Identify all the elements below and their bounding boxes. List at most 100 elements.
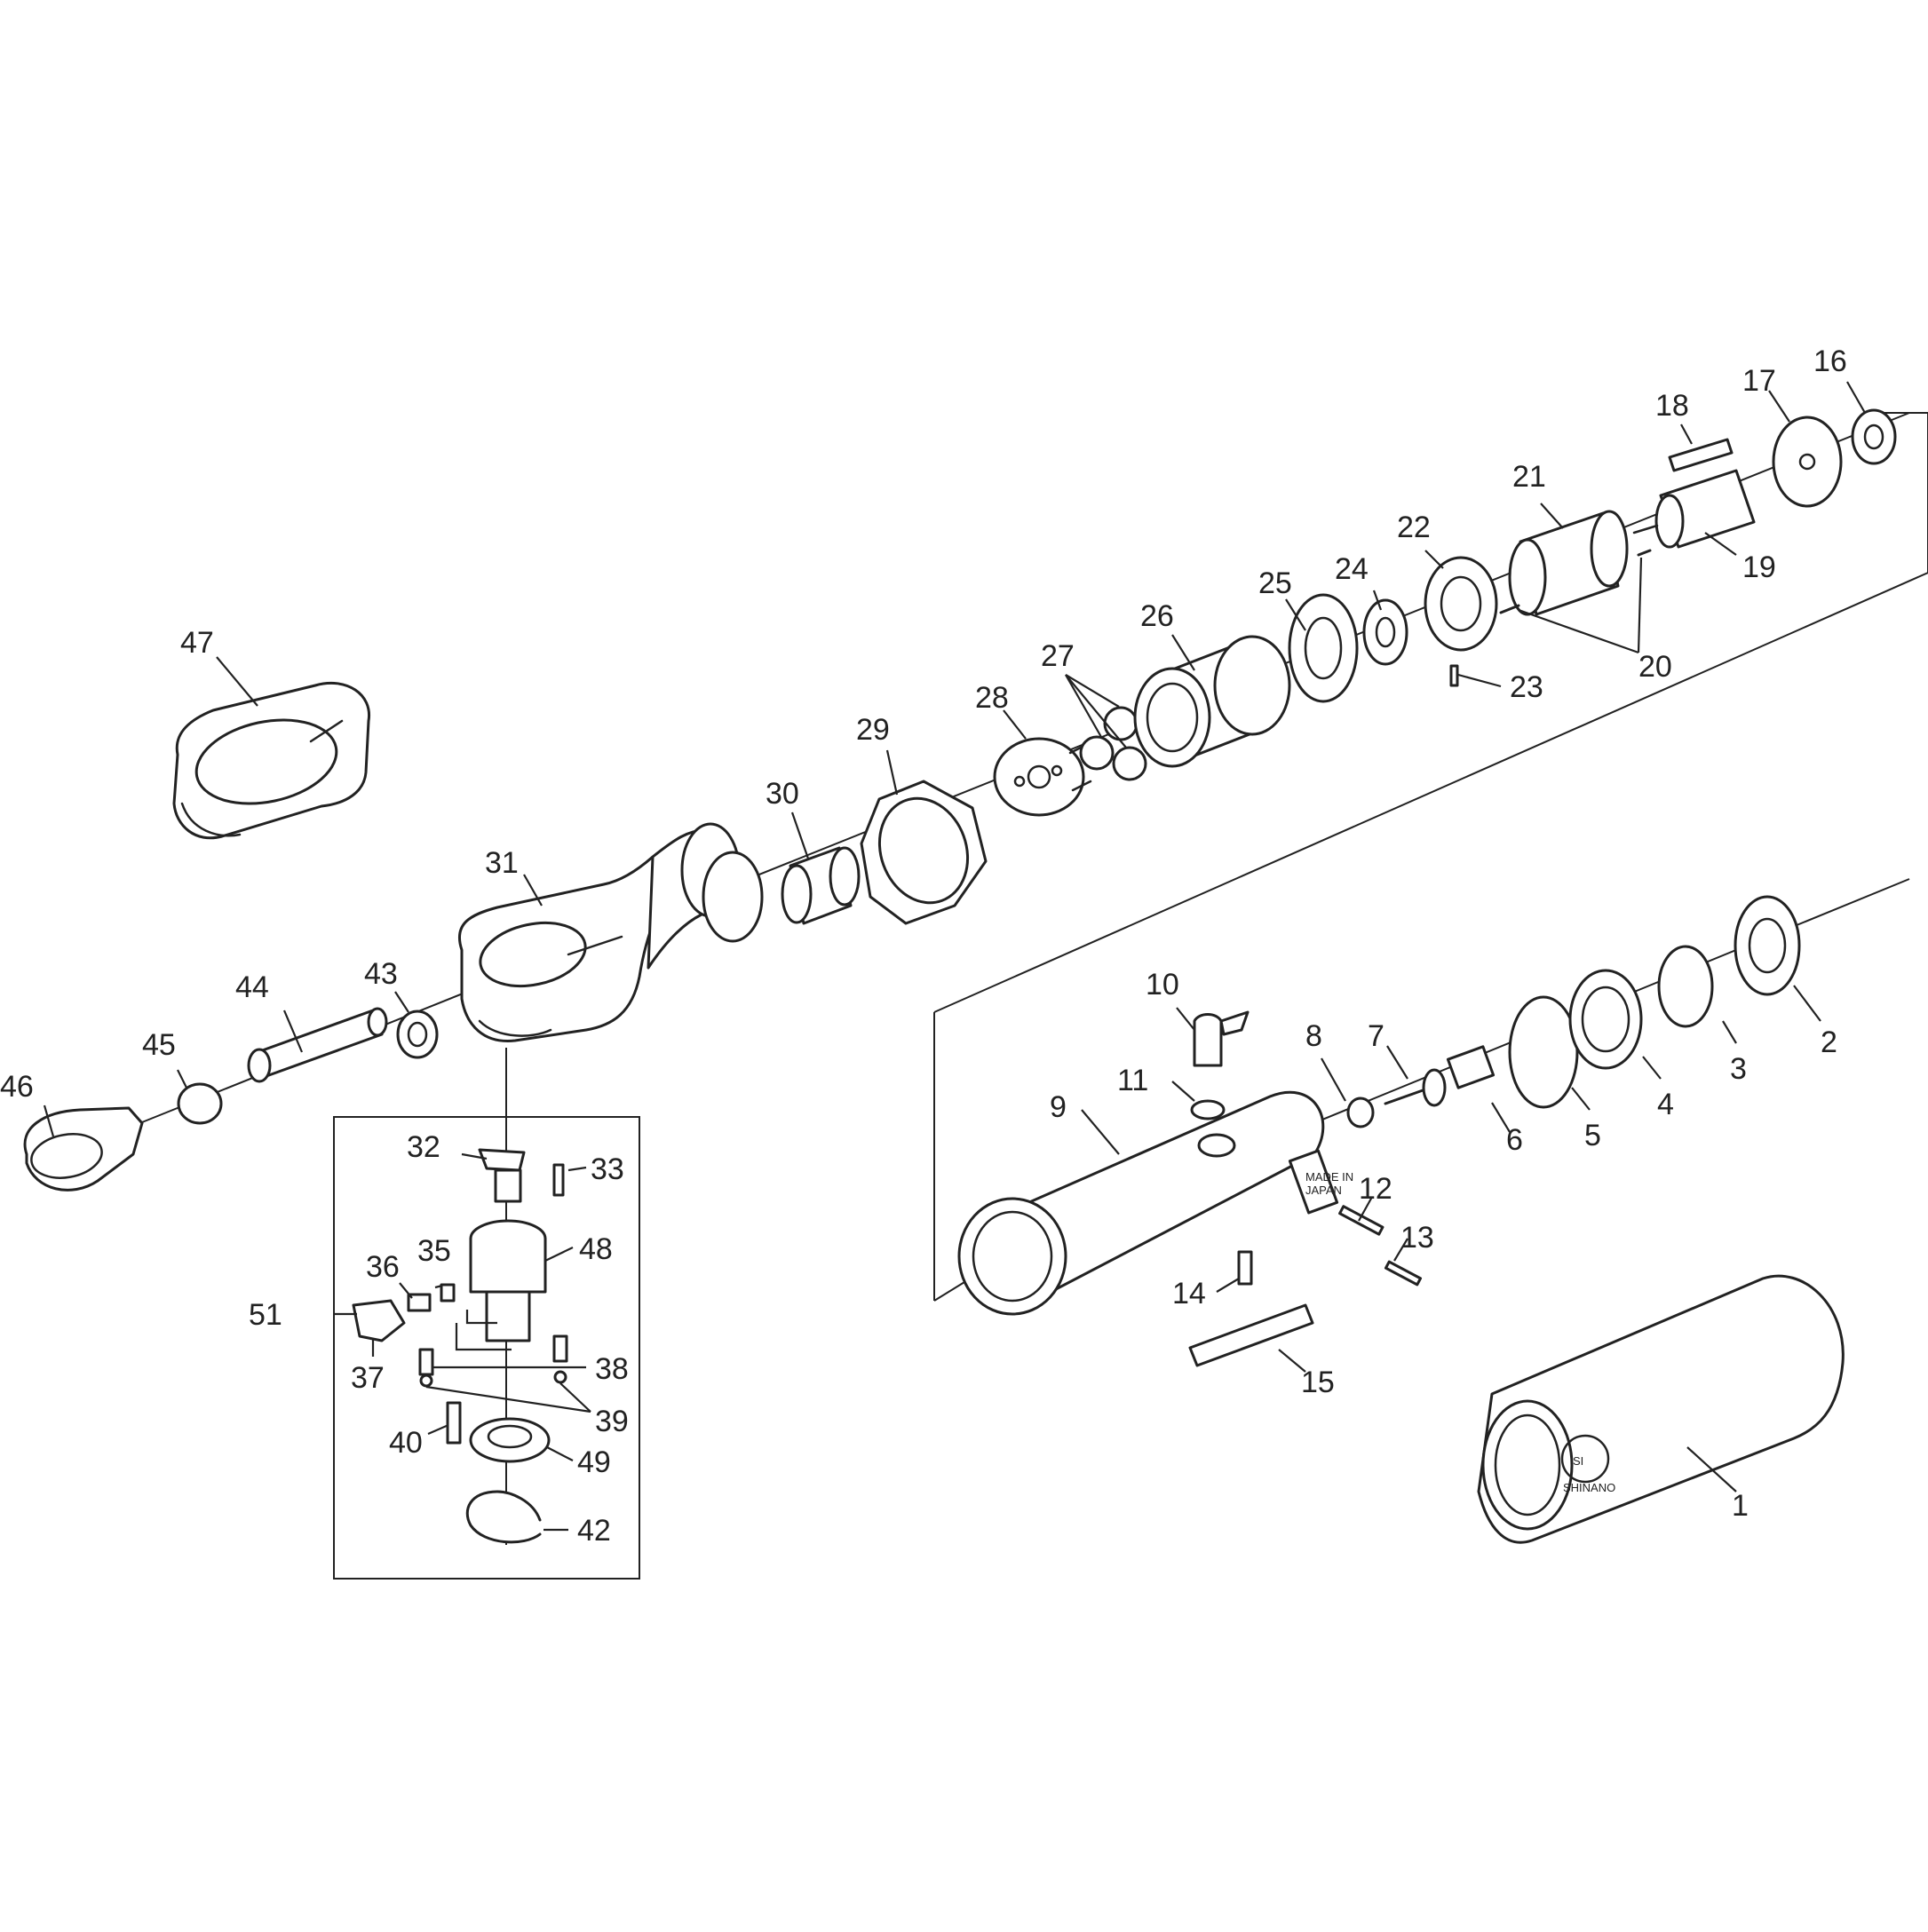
callout-12: 12 <box>1359 1172 1392 1206</box>
callout-17: 17 <box>1742 364 1776 398</box>
part-43-needle-bearing <box>396 1010 439 1059</box>
part-26-ring-gear <box>1133 635 1291 768</box>
part-25-washer <box>1288 593 1359 703</box>
callout-23: 23 <box>1510 670 1543 704</box>
part-11-o-ring <box>1190 1099 1226 1120</box>
callout-1: 1 <box>1732 1489 1749 1523</box>
callout-29: 29 <box>856 713 890 747</box>
callout-47: 47 <box>180 626 214 660</box>
part-10-valve <box>1193 1010 1250 1067</box>
callouts: 1 2 3 4 5 6 7 8 9 10 11 12 13 14 15 16 1… <box>0 344 1847 1548</box>
housing-marking-line1: MADE IN <box>1305 1170 1353 1184</box>
callout-51: 51 <box>249 1298 282 1332</box>
callout-18: 18 <box>1655 389 1689 423</box>
part-46-gear-yoke <box>23 1106 144 1192</box>
part-5-filter <box>1508 995 1579 1109</box>
callout-8: 8 <box>1305 1019 1322 1053</box>
part-39-balls <box>419 1370 567 1388</box>
part-48-anvil <box>469 1219 547 1342</box>
callout-26: 26 <box>1140 599 1174 633</box>
callout-15: 15 <box>1301 1366 1335 1399</box>
callout-22: 22 <box>1397 511 1431 544</box>
part-16-bearing <box>1851 408 1897 465</box>
callout-43: 43 <box>364 957 398 991</box>
callout-25: 25 <box>1258 566 1292 600</box>
part-42-snap-ring <box>465 1490 542 1544</box>
part-19-rotor <box>1632 469 1756 549</box>
callout-33: 33 <box>591 1152 624 1186</box>
callout-7: 7 <box>1368 1019 1385 1053</box>
part-22-rear-plate <box>1424 556 1498 652</box>
part-8-washer <box>1346 1097 1375 1128</box>
callout-24: 24 <box>1335 552 1369 586</box>
callout-2: 2 <box>1821 1025 1837 1059</box>
part-1-grip: SI SHINANO <box>1477 1274 1845 1544</box>
part-15-throttle-lever <box>1188 1303 1314 1367</box>
part-24-bearing <box>1362 598 1408 666</box>
part-9-motor-housing: MADE IN JAPAN <box>957 1090 1353 1316</box>
part-20-pins <box>1499 549 1652 614</box>
callout-36: 36 <box>366 1250 400 1284</box>
part-35-spring <box>440 1283 456 1303</box>
part-36-plunger <box>407 1293 432 1312</box>
callout-16: 16 <box>1813 344 1847 378</box>
callout-40: 40 <box>389 1426 423 1460</box>
handle-logo-symbol: SI <box>1573 1454 1583 1468</box>
subassembly-51-frame <box>333 1116 640 1580</box>
callout-21: 21 <box>1512 460 1546 494</box>
part-18-blade <box>1668 438 1734 472</box>
callout-11: 11 <box>1117 1064 1148 1097</box>
housing-marking-line2: JAPAN <box>1305 1184 1342 1197</box>
part-31-thread <box>702 851 764 943</box>
callout-39: 39 <box>595 1405 629 1438</box>
callout-37: 37 <box>351 1361 385 1395</box>
part-12-pin <box>1338 1205 1385 1236</box>
part-28-planet-carrier <box>993 737 1092 817</box>
callout-20: 20 <box>1638 650 1672 684</box>
part-47-head-cover <box>172 681 371 840</box>
callout-27: 27 <box>1041 639 1075 673</box>
part-13-pin <box>1384 1260 1423 1287</box>
part-29-lock-nut <box>860 780 988 925</box>
part-44-drive-shaft <box>247 1007 388 1083</box>
part-4-exhaust-cap <box>1568 969 1643 1070</box>
callout-6: 6 <box>1506 1123 1523 1157</box>
callout-44: 44 <box>235 970 269 1004</box>
callout-3: 3 <box>1730 1052 1747 1086</box>
callout-35: 35 <box>417 1234 451 1268</box>
callout-14: 14 <box>1172 1277 1206 1310</box>
callout-42: 42 <box>577 1514 611 1548</box>
part-32-pawl-selector <box>478 1148 526 1203</box>
part-45-cap <box>177 1082 223 1125</box>
handle-logo-text: SHINANO <box>1563 1481 1615 1494</box>
callout-13: 13 <box>1400 1221 1434 1255</box>
part-49-washer <box>469 1417 551 1463</box>
callout-10: 10 <box>1146 968 1179 1002</box>
part-3-o-ring <box>1657 945 1714 1028</box>
callout-30: 30 <box>766 777 799 811</box>
part-21-cylinder <box>1508 510 1629 616</box>
housing-frame <box>933 412 1928 1013</box>
part-23-pin <box>1449 664 1459 687</box>
callout-4: 4 <box>1657 1088 1674 1121</box>
part-6-spring <box>1446 1045 1496 1089</box>
leader-lines <box>43 381 1866 1532</box>
callout-5: 5 <box>1584 1119 1601 1152</box>
callout-9: 9 <box>1050 1090 1067 1124</box>
part-17-front-plate <box>1772 416 1843 508</box>
part-2-air-inlet <box>1734 895 1801 996</box>
callout-19: 19 <box>1742 550 1776 584</box>
part-38-springs <box>418 1334 568 1376</box>
callout-49: 49 <box>577 1445 611 1479</box>
callout-31: 31 <box>485 846 519 880</box>
part-14-pin <box>1237 1250 1253 1286</box>
part-40-pin <box>446 1401 462 1445</box>
part-33-pin <box>552 1163 565 1197</box>
part-30-sleeve <box>781 846 861 925</box>
callout-38: 38 <box>595 1352 629 1386</box>
callout-28: 28 <box>975 681 1009 715</box>
callout-46: 46 <box>0 1070 34 1104</box>
callout-45: 45 <box>142 1028 176 1062</box>
